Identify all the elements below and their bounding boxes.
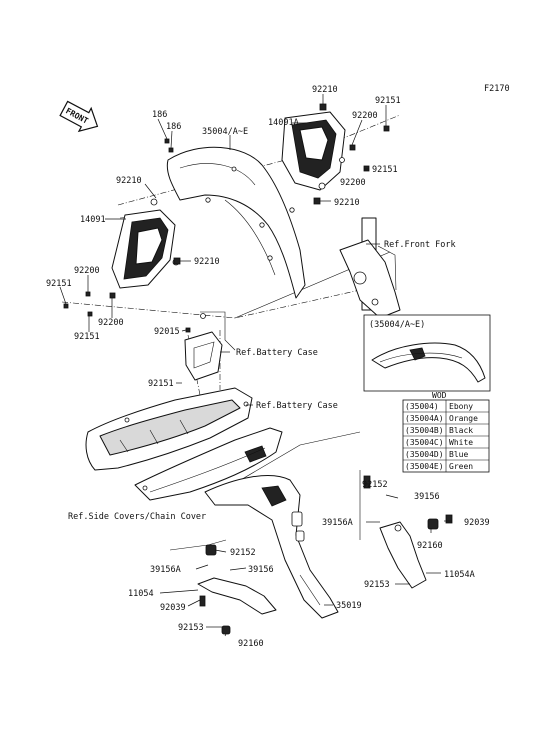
part-label: 92152 [230,548,256,558]
part-label: 92151 [375,96,401,106]
part-label: 92151 [74,332,100,342]
color-table-part: (35004) [405,402,439,411]
leader-lines-lower [159,329,452,637]
rear-fender-bracket [204,475,339,619]
part-label: 14091 [80,215,106,225]
leader-lines-top [59,94,387,332]
fasteners-top [63,103,390,333]
front-arrow-icon: FRONT [59,100,99,133]
rear-inner-fender [85,387,253,471]
color-table-color: Black [449,426,473,435]
color-table: WOD (35004) Ebony (35004A) Orange (35004… [402,391,490,473]
color-table-title: WOD [432,391,447,400]
color-table-color: Orange [449,414,478,423]
part-label: 11054A [444,570,475,580]
part-label: 39156A [322,518,353,528]
ref-battery-case: Ref.Battery Case [256,401,338,411]
color-table-color: Ebony [449,402,473,411]
part-label: 92039 [464,518,490,528]
assembly-guide-lines [61,114,401,319]
ref-front-fork: Ref.Front Fork [384,240,456,250]
part-label: 92210 [312,85,338,95]
part-label: 92151 [372,165,398,175]
ref-battery-case: Ref.Battery Case [236,348,318,358]
footrest-bracket-right [363,475,453,589]
color-table-color: White [449,438,473,447]
part-label: 35019 [336,601,362,611]
part-label: 14091A [268,118,299,128]
part-label: 92151 [148,379,174,389]
footrest-bracket-left [197,544,277,635]
color-table-part: (35004E) [405,462,444,471]
part-label: 92200 [98,318,124,328]
part-label: 92200 [340,178,366,188]
part-label: 39156A [150,565,181,575]
color-table-part: (35004C) [405,438,444,447]
ref-side-covers: Ref.Side Covers/Chain Cover [68,512,206,522]
part-label: 92210 [116,176,142,186]
part-label: 39156 [414,492,440,502]
color-table-color: Green [449,462,473,471]
fork-cover-left [111,198,180,289]
part-label: 92015 [154,327,180,337]
part-label: 92160 [238,639,264,649]
part-label: 92200 [352,111,378,121]
battery-case [184,313,223,381]
inset-title: (35004/A~E) [369,320,425,330]
part-label: 92153 [364,580,390,590]
color-table-part: (35004B) [405,426,444,435]
part-label: 92153 [178,623,204,633]
part-label: 186 [166,122,181,132]
reference-labels: Ref.Front Fork Ref.Battery Case Ref.Batt… [68,240,456,522]
front-fender [166,146,306,299]
fork-cover-right [281,111,346,191]
part-label: 39156 [248,565,274,575]
inset-box: (35004/A~E) [363,314,491,392]
chain-cover-tray [134,427,283,501]
part-label: 92152 [362,480,388,490]
part-label: 92151 [46,279,72,289]
color-table-color: Blue [449,450,468,459]
part-label: 92160 [417,541,443,551]
color-table-part: (35004A) [405,414,444,423]
part-number-labels: 92210 92151 92200 14091A 35004/A~E 186 1… [46,85,490,649]
part-label: 92210 [194,257,220,267]
part-label: 92039 [160,603,186,613]
color-table-part: (35004D) [405,450,444,459]
part-label: 186 [152,110,167,120]
diagram-code: F2170 [484,84,510,94]
part-label: 92210 [334,198,360,208]
part-label: 35004/A~E [202,127,248,137]
front-fork-bracket [339,217,401,319]
part-label: 11054 [128,589,154,599]
part-label: 92200 [74,266,100,276]
